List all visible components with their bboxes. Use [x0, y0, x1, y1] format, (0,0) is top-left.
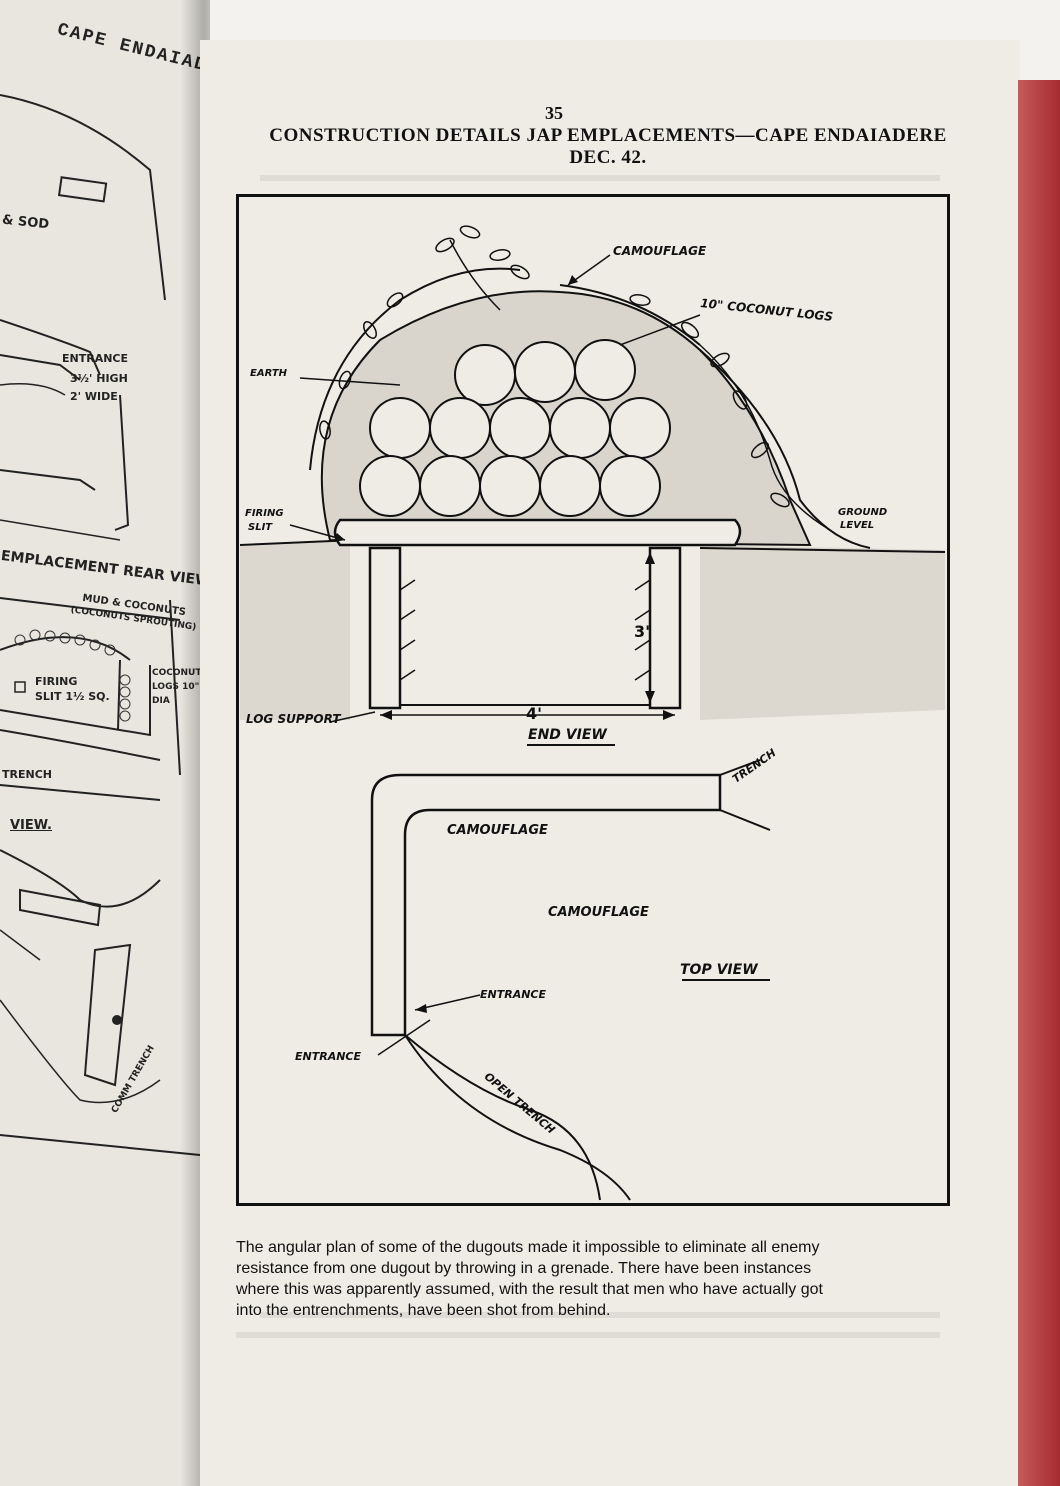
page-title-line2: DEC. 42.	[569, 147, 647, 168]
trench-plan	[370, 773, 722, 1037]
label-ground: GROUND	[838, 507, 888, 518]
left-label-logs-dia: LOGS 10"	[152, 682, 200, 692]
left-label-wide: 2' WIDE	[70, 390, 118, 403]
caption-line-1: The angular plan of some of the dugouts …	[236, 1239, 820, 1256]
label-entrance-lower: ENTRANCE	[295, 1050, 361, 1063]
label-log-support: LOG SUPPORT	[246, 712, 341, 726]
left-page-drawings	[0, 94, 201, 1156]
left-label-slit-size: SLIT 1½ SQ.	[35, 690, 110, 703]
log-support-right	[648, 546, 682, 710]
page-title: CONSTRUCTION DETAILS JAP EMPLACEMENTS—CA…	[228, 125, 988, 169]
left-label-high: 3½' HIGH	[70, 372, 128, 385]
label-height-3ft: 3'	[634, 622, 651, 641]
ground-fill	[240, 540, 945, 720]
label-slit: SLIT	[248, 522, 273, 533]
page-title-line1: CONSTRUCTION DETAILS JAP EMPLACEMENTS—CA…	[269, 125, 947, 146]
camouflage-vines	[309, 267, 521, 471]
left-label-trench: TRENCH	[2, 768, 52, 781]
left-label-entrance: ENTRANCE	[62, 352, 128, 365]
caption-line-3: where this was apparently assumed, with …	[236, 1281, 823, 1298]
label-earth: EARTH	[250, 368, 288, 379]
label-camouflage-top: CAMOUFLAGE	[447, 823, 548, 838]
open-trench-plan	[404, 1034, 631, 1201]
coconut-logs	[359, 339, 671, 517]
left-label-view: VIEW.	[10, 818, 52, 833]
caption-line-4: into the entrenchments, have been shot f…	[236, 1302, 611, 1319]
label-top-view: TOP VIEW	[680, 962, 758, 978]
label-width-4ft: 4'	[526, 704, 543, 723]
book-cover-edge	[1018, 80, 1060, 1486]
left-label-coconut: COCONUT	[152, 668, 202, 678]
roof-slab	[333, 518, 742, 547]
label-entrance-upper: ENTRANCE	[480, 988, 546, 1001]
label-level: LEVEL	[840, 520, 875, 531]
figure-caption: The angular plan of some of the dugouts …	[236, 1237, 956, 1321]
left-label-firing: FIRING	[35, 675, 78, 688]
label-camouflage-lower: CAMOUFLAGE	[548, 905, 649, 920]
figure-frame	[236, 194, 950, 1206]
label-end-view: END VIEW	[528, 727, 607, 743]
left-page: CAPE ENDAIADERE AREA & SOD ENTRANCE 3½' …	[0, 0, 210, 1486]
label-firing: FIRING	[245, 508, 284, 519]
page-number: 35	[545, 103, 563, 123]
right-page	[200, 40, 1020, 1486]
label-camouflage-end: CAMOUFLAGE	[613, 244, 707, 258]
left-label-dia: DIA	[152, 696, 170, 706]
caption-line-2: resistance from one dugout by throwing i…	[236, 1260, 812, 1277]
log-support-left	[368, 546, 402, 710]
